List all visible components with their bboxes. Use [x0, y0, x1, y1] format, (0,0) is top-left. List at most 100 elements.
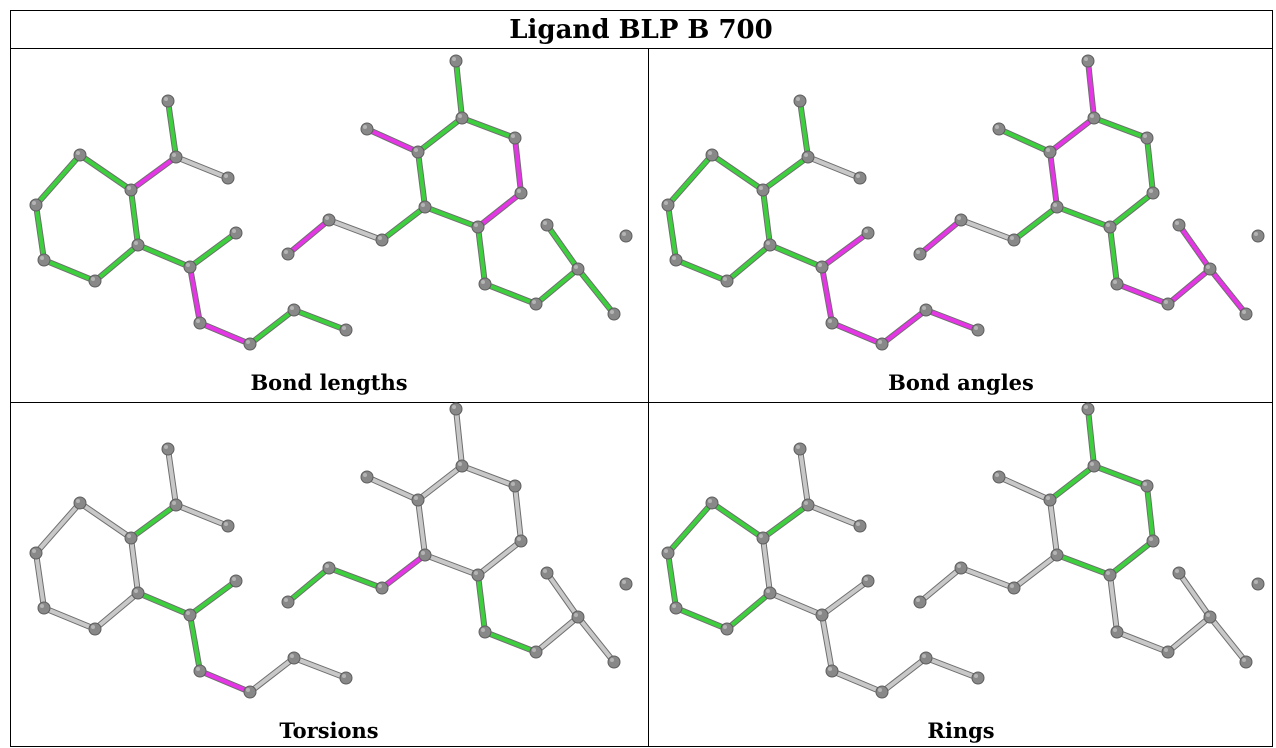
bond: [918, 218, 963, 256]
bond: [666, 153, 714, 207]
panel-bond-angles: Bond angles: [661, 54, 1265, 395]
atom-highlight: [76, 499, 80, 503]
atom-highlight: [723, 277, 727, 281]
atom: [705, 496, 719, 510]
atom-highlight: [511, 134, 515, 138]
atom-highlight: [1010, 584, 1014, 588]
bond: [798, 99, 810, 159]
bond: [761, 503, 810, 540]
atom-highlight: [186, 263, 190, 267]
atom: [720, 274, 734, 288]
atom: [793, 94, 807, 108]
atom-highlight: [246, 688, 250, 692]
atom: [1087, 111, 1101, 125]
atom: [183, 608, 197, 622]
bond: [129, 536, 140, 595]
atom-highlight: [1254, 232, 1258, 236]
atom: [825, 316, 839, 330]
atom-highlight: [40, 256, 44, 260]
atom-highlight: [1090, 114, 1094, 118]
bond: [476, 225, 487, 286]
bond: [188, 265, 202, 325]
atom-highlight: [796, 445, 800, 449]
atom: [514, 534, 528, 548]
atom: [339, 323, 353, 337]
atom-highlight: [458, 462, 462, 466]
atom: [418, 548, 432, 562]
bond: [166, 99, 178, 159]
bond: [1115, 282, 1170, 306]
atom: [131, 238, 145, 252]
atom: [1110, 277, 1124, 291]
atom: [705, 148, 719, 162]
atom-highlight: [766, 241, 770, 245]
atom-highlight: [481, 628, 485, 632]
atom-highlight: [378, 236, 382, 240]
atom-highlight: [511, 482, 515, 486]
atom-highlight: [543, 569, 547, 573]
bond: [1177, 223, 1212, 271]
atom-highlight: [1206, 613, 1210, 617]
atom-highlight: [672, 256, 676, 260]
bond: [34, 501, 82, 555]
atom-highlight: [1149, 189, 1153, 193]
atom: [607, 307, 621, 321]
bond: [1108, 225, 1119, 286]
atom: [954, 561, 968, 575]
atom: [229, 574, 243, 588]
atom: [1140, 479, 1154, 493]
bond: [806, 155, 862, 180]
bond: [380, 205, 427, 242]
atom: [455, 111, 469, 125]
bond: [761, 155, 810, 192]
atom-highlight: [828, 667, 832, 671]
bond: [174, 155, 230, 180]
bond: [198, 669, 252, 694]
bond: [710, 501, 765, 540]
atom-highlight: [1046, 148, 1050, 152]
atom: [229, 226, 243, 240]
atom-highlight: [134, 589, 138, 593]
bond: [710, 153, 765, 192]
bond: [997, 127, 1052, 154]
atom: [281, 595, 295, 609]
bond: [1177, 571, 1212, 619]
atom: [756, 531, 770, 545]
bond: [761, 536, 772, 595]
bond: [820, 613, 834, 673]
atom-highlight: [196, 667, 200, 671]
bond: [34, 551, 46, 610]
bond: [423, 553, 480, 577]
atom-highlight: [864, 577, 868, 581]
atom-highlight: [804, 153, 808, 157]
atom-highlight: [164, 97, 168, 101]
atom-highlight: [1010, 236, 1014, 240]
atom-highlight: [414, 496, 418, 500]
bond: [198, 321, 252, 346]
atom-highlight: [452, 57, 456, 61]
bond: [576, 267, 616, 316]
bond: [806, 503, 862, 528]
atom-highlight: [196, 319, 200, 323]
atom-highlight: [32, 201, 36, 205]
atom-highlight: [127, 186, 131, 190]
atom: [161, 94, 175, 108]
atom-highlight: [1149, 537, 1153, 541]
atom: [1172, 566, 1186, 580]
atom: [1110, 625, 1124, 639]
atom-highlight: [708, 499, 712, 503]
bond: [416, 150, 427, 209]
bond: [460, 464, 517, 488]
atom: [508, 479, 522, 493]
atom: [971, 323, 985, 337]
bond: [768, 591, 824, 617]
bond: [725, 591, 772, 631]
atom: [73, 496, 87, 510]
atom: [1081, 402, 1095, 416]
atom: [287, 303, 301, 317]
bond: [188, 613, 202, 673]
atom: [763, 586, 777, 600]
atom-highlight: [1143, 134, 1147, 138]
atom: [619, 229, 633, 243]
atom: [763, 238, 777, 252]
